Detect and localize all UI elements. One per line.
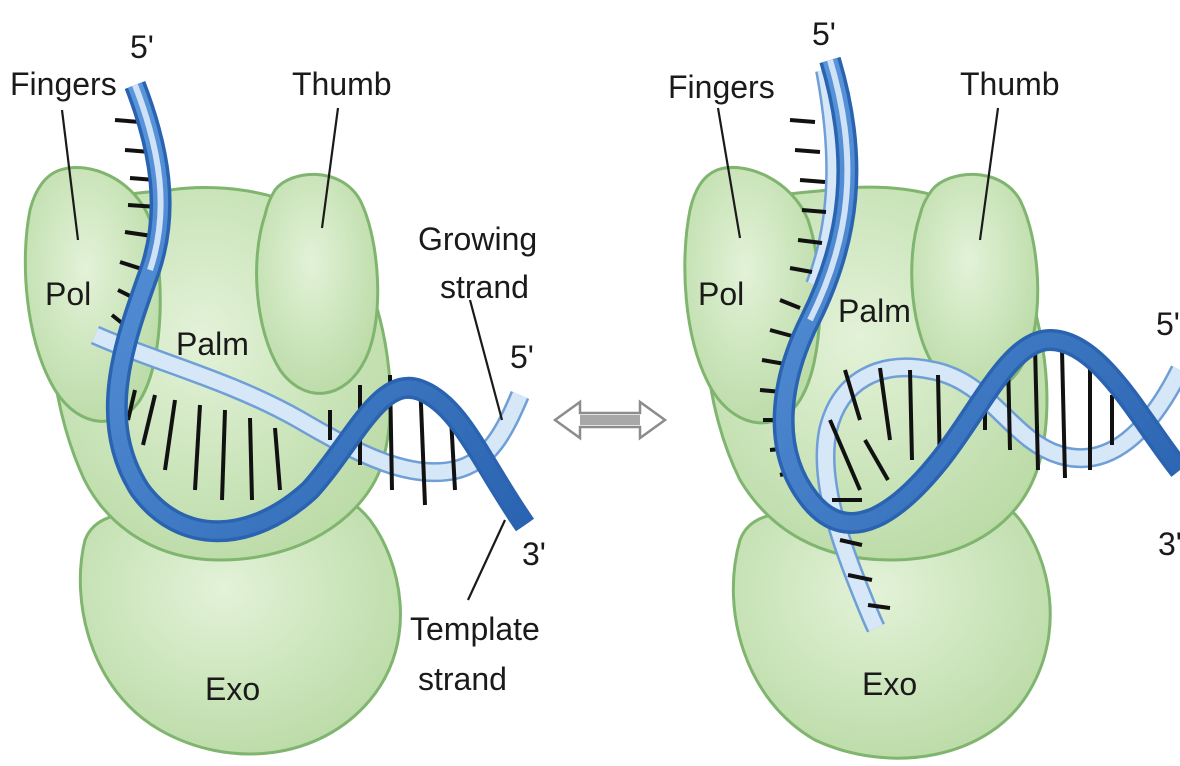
right-palm-label: Palm — [838, 293, 911, 329]
left-growing-strand-line1: Growing — [418, 221, 537, 257]
right-exo-label: Exo — [862, 666, 917, 702]
left-thumb-label: Thumb — [292, 66, 392, 102]
left-template-strand-line1: Template — [410, 611, 540, 647]
left-fingers-label: Fingers — [10, 66, 117, 102]
left-polymerase — [25, 85, 525, 754]
right-three-prime-right: 3' — [1158, 526, 1180, 562]
right-pol-label: Pol — [698, 276, 744, 312]
right-fingers-label: Fingers — [668, 69, 775, 105]
left-exo-label: Exo — [205, 671, 260, 707]
left-growing-strand-line2: strand — [440, 269, 529, 305]
right-thumb-label: Thumb — [960, 66, 1060, 102]
double-headed-arrow-icon — [555, 402, 665, 438]
left-five-prime-top: 5' — [130, 29, 154, 65]
left-three-prime-right: 3' — [522, 536, 546, 572]
left-template-strand-line2: strand — [418, 661, 507, 697]
left-palm-label: Palm — [176, 326, 249, 362]
left-five-prime-right: 5' — [510, 339, 534, 375]
left-pol-label: Pol — [45, 276, 91, 312]
right-polymerase — [685, 60, 1180, 758]
left-thumb-domain — [257, 174, 378, 393]
right-five-prime-top: 5' — [812, 16, 836, 52]
right-five-prime-right: 5' — [1156, 306, 1180, 342]
